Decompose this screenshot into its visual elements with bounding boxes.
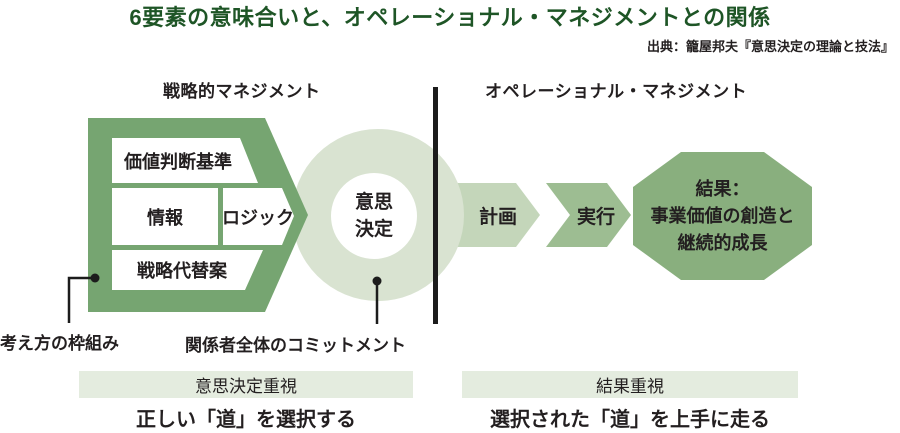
execute-arrow-shape — [546, 183, 631, 247]
alternatives-box-label: 戦略代替案 — [137, 261, 227, 281]
decision-emphasis-caption: 正しい「道」を選択する — [136, 409, 356, 431]
framework-note-connector-dot — [90, 273, 100, 283]
commitment-note-label: 関係者全体のコミットメント — [185, 336, 406, 355]
info-box-label: 情報 — [147, 207, 183, 228]
result-octagon-shape — [633, 152, 812, 280]
strategic-management-header: 戦略的マネジメント — [163, 82, 321, 101]
operational-management-header: オペレーショナル・マネジメント — [485, 82, 748, 101]
alternatives-box-shape — [112, 250, 263, 290]
criteria-box-label: 価値判断基準 — [124, 151, 232, 172]
execute-arrow-label: 実行 — [576, 206, 615, 228]
plan-arrow-shape — [455, 183, 540, 247]
info-box-shape — [112, 188, 218, 245]
result-octagon-label: 結果： 事業価値の創造と 継続的成長 — [633, 152, 812, 280]
logic-box-shape — [223, 188, 294, 245]
result-emphasis-badge: 結果重視 — [462, 371, 798, 398]
result-emphasis-caption: 選択された「道」を上手に走る — [490, 409, 770, 431]
decision-line1: 意思 — [354, 192, 393, 213]
framework-note-connector-line — [67, 276, 95, 323]
decision-line2: 決定 — [354, 219, 393, 240]
decision-circle-label: 意思 決定 — [331, 172, 417, 260]
framework-note-label: 考え方の枠組み — [0, 334, 119, 353]
result-line2: 事業価値の創造と — [650, 205, 795, 226]
decision-inner-circle — [331, 173, 417, 259]
criteria-box-shape — [112, 138, 258, 183]
commitment-note-connector-dot — [372, 276, 382, 286]
result-line3: 継続的成長 — [677, 232, 768, 253]
page-title: 6要素の意味合いと、オペレーショナル・マネジメントとの関係 — [129, 5, 771, 30]
plan-arrow-label: 計画 — [478, 206, 517, 228]
result-line1: 結果： — [695, 178, 750, 199]
logic-box-label: ロジック — [222, 207, 294, 228]
section-divider-line — [433, 87, 438, 324]
source-citation: 出典：籠屋邦夫『意思決定の理論と技法』 — [646, 39, 894, 54]
decision-emphasis-badge: 意思決定重視 — [79, 371, 413, 398]
